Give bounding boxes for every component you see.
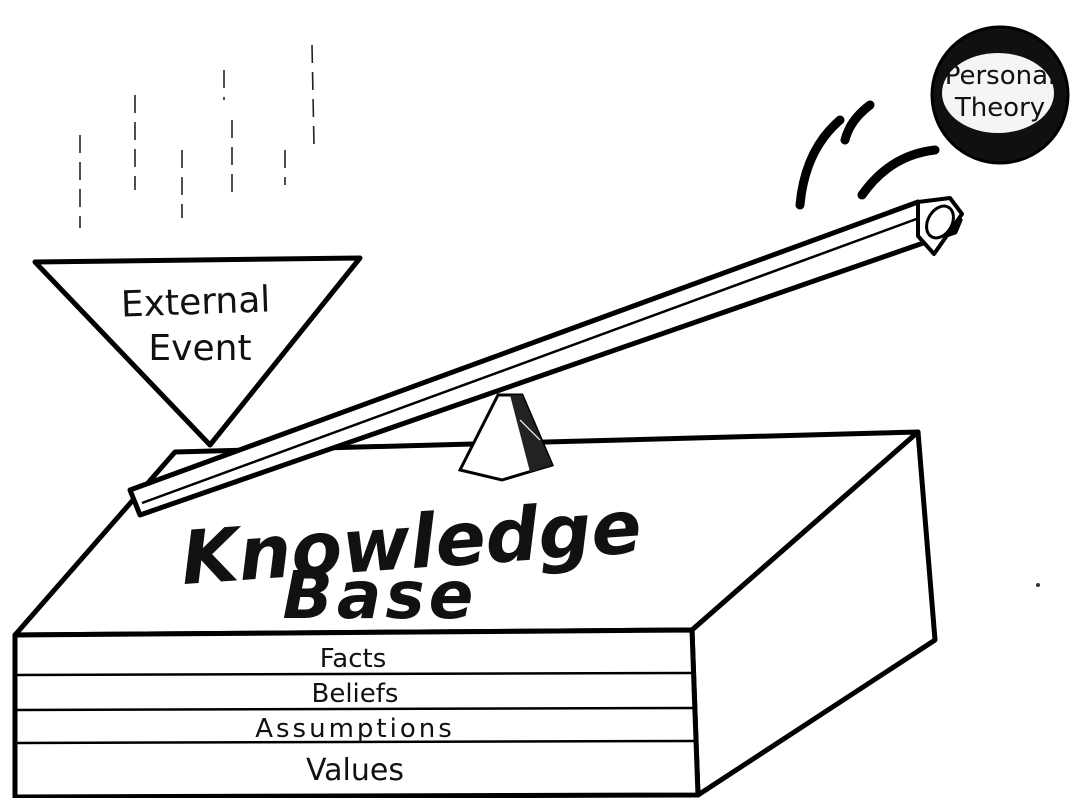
layer-label-values: Values <box>306 753 404 788</box>
speck <box>1036 583 1040 587</box>
external-event-triangle: External Event <box>35 258 360 445</box>
external-event-line2: Event <box>148 328 251 369</box>
falling-motion-lines <box>80 45 314 228</box>
ball-motion-arcs <box>800 105 935 205</box>
layer-label-facts: Facts <box>320 644 387 674</box>
knowledge-base-title-line2: Base <box>283 557 478 634</box>
layer-label-beliefs: Beliefs <box>312 679 399 709</box>
personal-theory-line2: Theory <box>954 93 1045 123</box>
fulcrum <box>460 395 552 480</box>
layer-label-assumptions: Assumptions <box>255 714 455 744</box>
external-event-line1: External <box>120 279 271 325</box>
personal-theory-line1: Personal <box>945 61 1056 91</box>
personal-theory-ball: Personal Theory <box>932 27 1068 163</box>
